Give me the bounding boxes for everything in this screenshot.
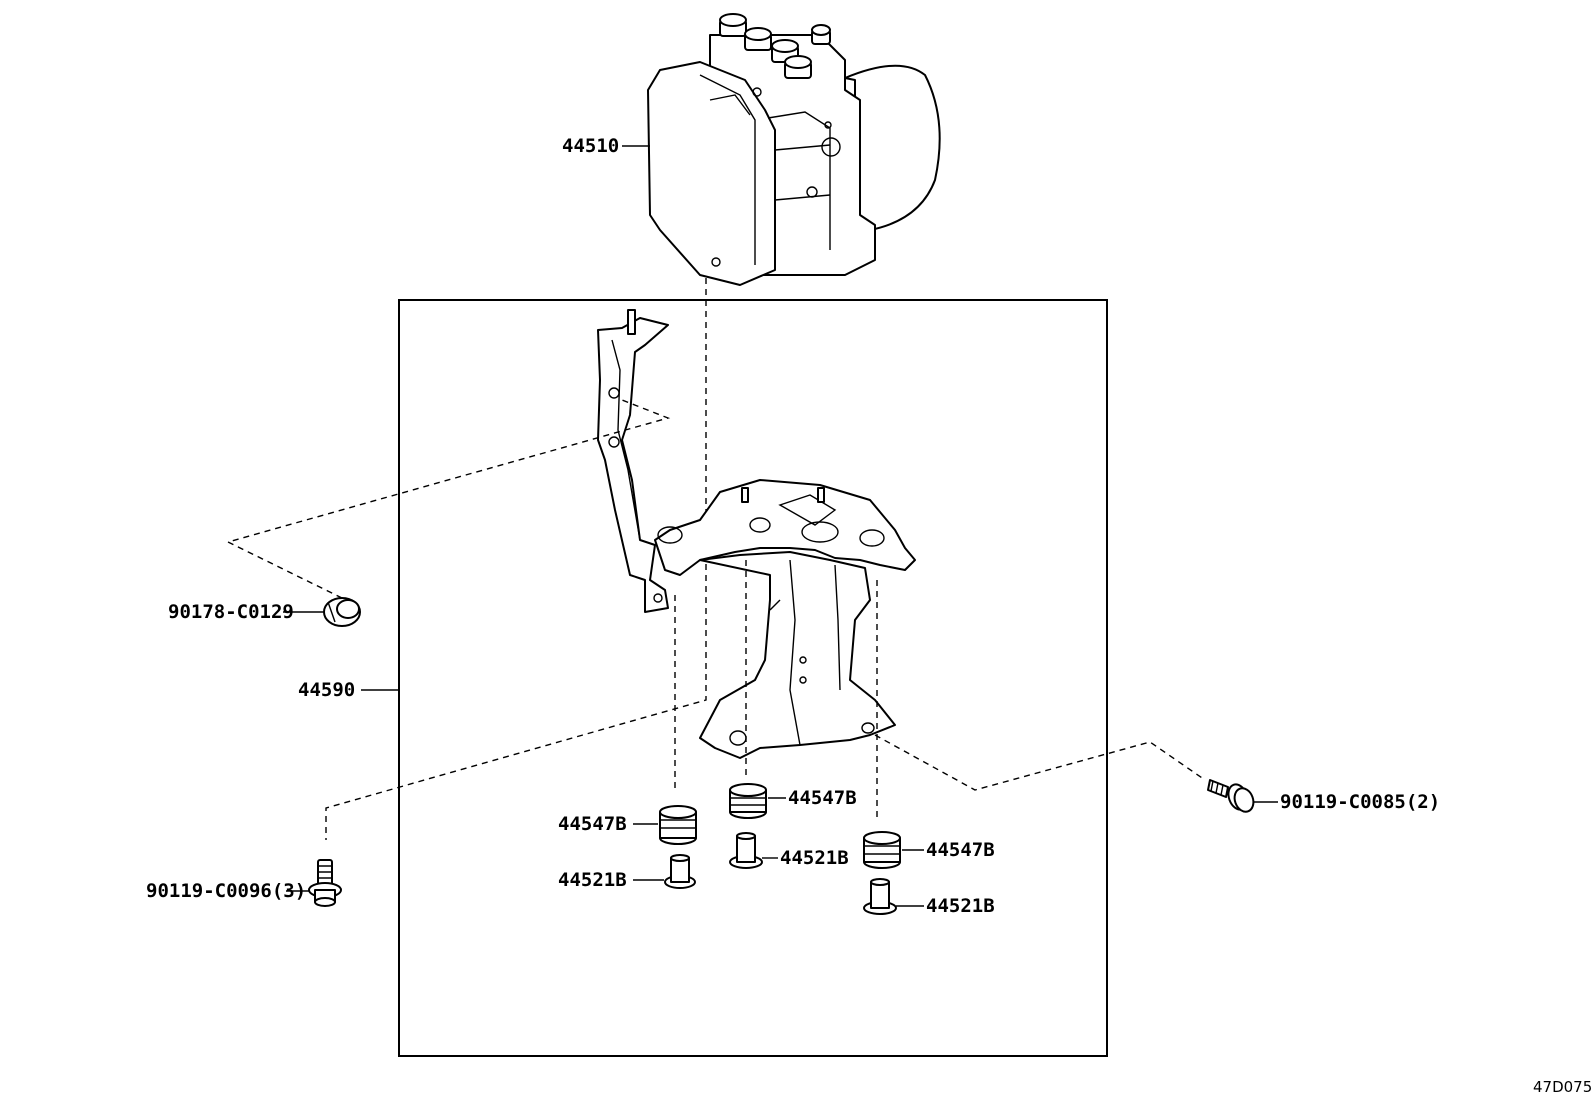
bolt-icon[interactable] [1207, 779, 1257, 814]
assembly-frame [398, 299, 1108, 1057]
bolt-icon[interactable] [308, 859, 342, 907]
label-44521B-left[interactable]: 44521B [558, 869, 627, 891]
alignment-line [325, 278, 707, 840]
label-44547B-center[interactable]: 44547B [788, 787, 857, 809]
label-44521B-right[interactable]: 44521B [926, 895, 995, 917]
label-90178-C0129[interactable]: 90178-C0129 [168, 601, 294, 623]
label-44521B-center[interactable]: 44521B [780, 847, 849, 869]
abs-actuator-44510[interactable] [647, 13, 941, 286]
alignment-line [226, 399, 671, 599]
collar-icon[interactable] [664, 854, 696, 889]
flange-nut-icon[interactable] [323, 597, 361, 627]
figure-code: 47D075 [1533, 1078, 1592, 1096]
collar-icon[interactable] [863, 878, 897, 915]
label-90119-C0096[interactable]: 90119-C0096(3) [146, 880, 306, 902]
grommet-icon[interactable] [863, 831, 901, 869]
grommet-icon[interactable] [729, 783, 767, 819]
grommet-icon[interactable] [659, 805, 697, 845]
label-44547B-right[interactable]: 44547B [926, 839, 995, 861]
label-44547B-left[interactable]: 44547B [558, 813, 627, 835]
bracket-44590[interactable] [597, 309, 916, 759]
label-90119-C0085[interactable]: 90119-C0085(2) [1280, 791, 1440, 813]
brake-port-icon [719, 13, 831, 79]
alignment-line [874, 734, 1206, 791]
label-44510[interactable]: 44510 [562, 135, 619, 157]
collar-icon[interactable] [729, 832, 763, 869]
label-44590[interactable]: 44590 [298, 679, 355, 701]
